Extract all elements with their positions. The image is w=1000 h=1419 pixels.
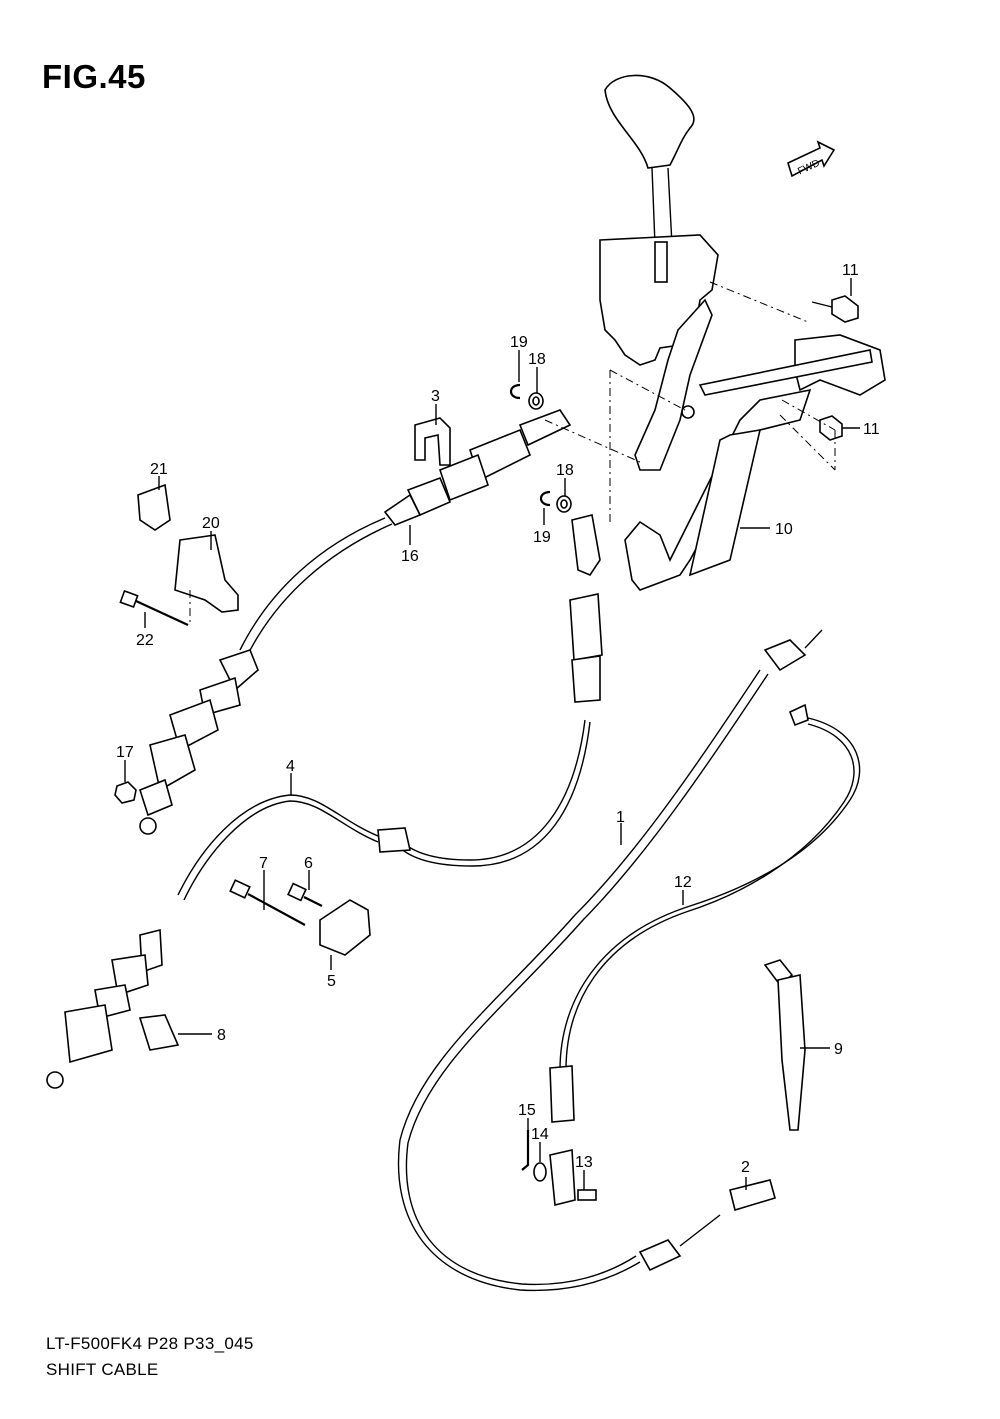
clip-part-3 xyxy=(414,417,451,466)
callout-19-lower: 19 xyxy=(533,529,551,546)
cable-tie-part-9 xyxy=(763,959,806,1131)
bracket-part-13 xyxy=(549,1149,597,1207)
bolt-part-11-upper xyxy=(811,295,859,323)
alignment-lines xyxy=(189,281,836,625)
shift-lever-assembly xyxy=(599,74,719,471)
callout-21: 21 xyxy=(150,461,168,478)
callout-12: 12 xyxy=(674,874,692,891)
cable-part-12 xyxy=(549,703,861,1123)
callout-20: 20 xyxy=(202,515,220,532)
bolt-part-22 xyxy=(119,589,189,626)
callout-8: 8 xyxy=(217,1027,226,1044)
model-code: LT-F500FK4 P28 P33_045 xyxy=(46,1334,254,1353)
clip-part-19-lower xyxy=(539,490,551,507)
callout-9: 9 xyxy=(834,1041,843,1058)
callout-13: 13 xyxy=(575,1154,593,1171)
callout-5: 5 xyxy=(327,973,336,990)
washer-part-14 xyxy=(533,1162,547,1182)
figure-title: FIG.45 xyxy=(42,58,146,95)
cable-part-1 xyxy=(397,629,823,1292)
bracket-part-10 xyxy=(624,334,886,591)
nut-part-17 xyxy=(114,781,137,804)
clip-part-21 xyxy=(137,483,171,531)
callout-16: 16 xyxy=(401,548,419,565)
cable-part-4 xyxy=(46,514,603,1089)
callout-11-lower: 11 xyxy=(863,421,880,438)
cable-part-16 xyxy=(139,409,572,835)
pin-part-15 xyxy=(521,1130,530,1171)
callout-2: 2 xyxy=(741,1159,750,1176)
callout-14: 14 xyxy=(531,1126,549,1143)
callout-22: 22 xyxy=(136,632,154,649)
callout-3: 3 xyxy=(431,388,440,405)
callout-18-upper: 18 xyxy=(528,351,546,368)
callout-leaders xyxy=(124,278,860,1190)
callout-18-lower: 18 xyxy=(556,462,574,479)
bracket-part-20 xyxy=(174,534,239,613)
callout-15: 15 xyxy=(518,1102,536,1119)
bolt-part-6 xyxy=(287,882,323,907)
clip-part-8 xyxy=(138,1014,180,1051)
callout-6: 6 xyxy=(304,855,313,872)
clip-part-19-upper xyxy=(509,383,521,400)
callout-10: 10 xyxy=(775,521,793,538)
washer-part-18-upper xyxy=(528,392,544,410)
callout-11-upper: 11 xyxy=(842,262,859,279)
callout-7: 7 xyxy=(259,855,268,872)
spring-part-2 xyxy=(729,1179,776,1212)
callout-17: 17 xyxy=(116,744,134,761)
callout-1: 1 xyxy=(616,809,625,826)
section-name: SHIFT CABLE xyxy=(46,1360,159,1379)
callout-labels: 1 2 3 4 5 6 7 8 9 10 11 11 12 13 14 15 1… xyxy=(116,262,880,1176)
bracket-part-5 xyxy=(319,899,371,956)
callout-4: 4 xyxy=(286,758,295,775)
bolt-part-7 xyxy=(229,879,306,926)
washer-part-18-lower xyxy=(556,495,572,513)
callout-19-upper: 19 xyxy=(510,334,528,351)
fwd-arrow-icon: FWD xyxy=(787,140,836,177)
